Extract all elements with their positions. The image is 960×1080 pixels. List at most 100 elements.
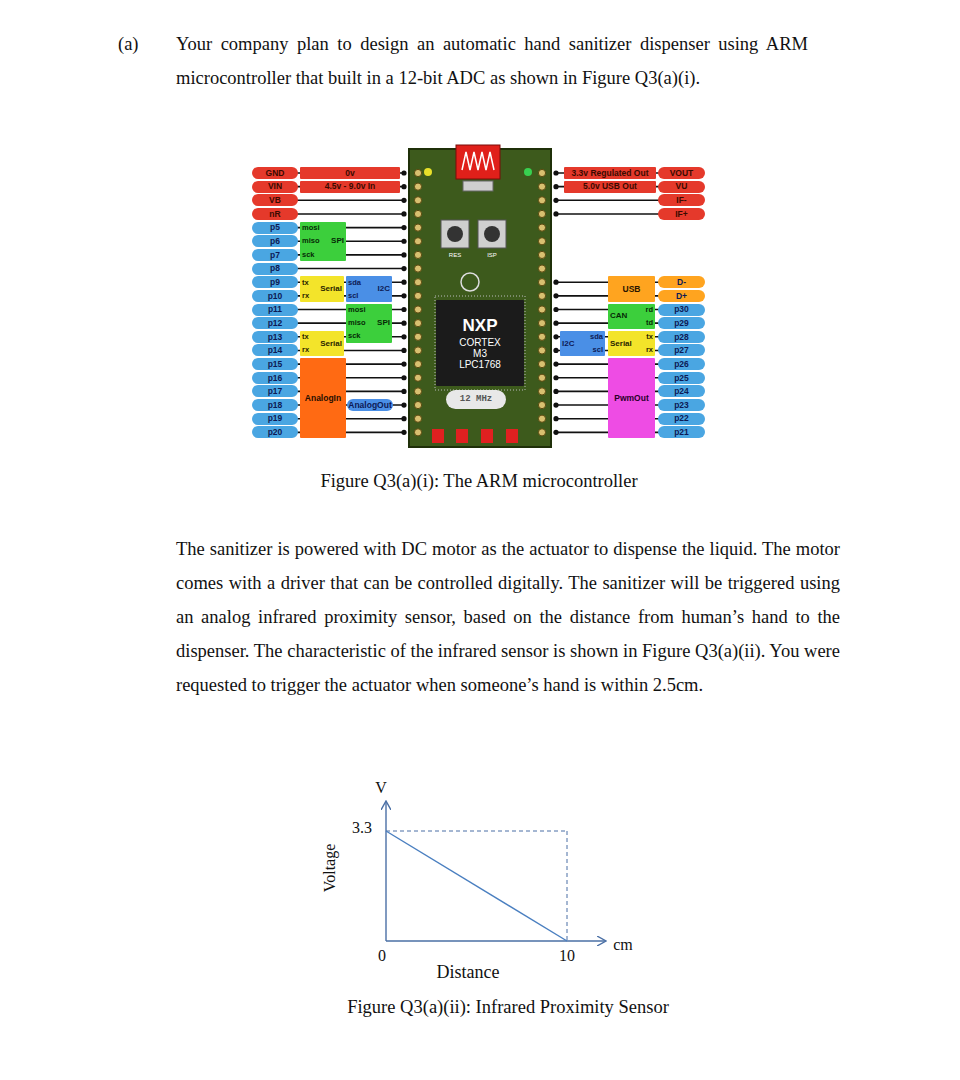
paragraph: Your company plan to design an automatic…	[176, 27, 808, 95]
pin-hole	[414, 169, 421, 176]
signal-column: mosi miso sck	[302, 222, 320, 261]
pin-hole	[553, 416, 558, 421]
pin-label: p8	[252, 263, 298, 275]
i2c-block: sdasclI2C	[346, 276, 392, 302]
node-text: D-	[677, 278, 686, 287]
pin-label: p29	[658, 317, 705, 329]
pin-label: GND	[252, 167, 298, 179]
pin-hole	[553, 211, 558, 216]
serial-block: txrxSerial	[300, 276, 344, 302]
pin-hole	[414, 265, 421, 272]
usb-connector	[456, 145, 500, 179]
node-text: 12 MHz	[460, 395, 492, 404]
sensor-curve	[386, 831, 567, 941]
node-text: rx	[646, 346, 653, 354]
button-cap	[447, 226, 463, 242]
node-text: IF+	[675, 210, 688, 219]
pin-hole	[538, 388, 545, 395]
pin-hole	[414, 415, 421, 422]
pin-label: p21	[658, 426, 705, 438]
pin-hole	[401, 266, 406, 271]
pin-hole	[414, 361, 421, 368]
pin-hole	[538, 374, 545, 381]
pin-hole	[414, 306, 421, 313]
node-text: p12	[268, 319, 283, 328]
pin-hole	[401, 402, 406, 407]
analogin-block: AnalogIn	[300, 358, 346, 438]
signal-column: sdascl	[590, 331, 603, 357]
node-text: nR	[269, 210, 280, 219]
pin-hole	[553, 334, 558, 339]
pin-hole	[401, 184, 406, 189]
node-text: VOUT	[670, 169, 694, 178]
node-text: AnalogOut	[348, 401, 391, 410]
node-text: tx	[302, 333, 309, 341]
power-label: 4.5v - 9.0v In	[300, 181, 400, 193]
pin-label: p28	[658, 331, 705, 343]
node-text: p21	[674, 428, 689, 437]
node-text: tx	[646, 333, 653, 341]
serial-block: txrxSerial	[300, 331, 344, 357]
pin-hole	[538, 251, 545, 258]
pin-label: VU	[658, 181, 705, 193]
node-text: GND	[266, 169, 285, 178]
node-text: p24	[674, 387, 689, 396]
pin-hole	[414, 279, 421, 286]
pin-hole	[553, 170, 558, 175]
pin-hole	[401, 170, 406, 175]
pin-hole	[401, 348, 406, 353]
pin-hole	[414, 401, 421, 408]
text-label: V	[375, 778, 387, 797]
pin-label: p17	[252, 385, 298, 397]
pin-hole	[538, 279, 545, 286]
pin-hole	[401, 375, 406, 380]
node-text: AnalogIn	[305, 394, 341, 403]
pin-hole	[414, 347, 421, 354]
pin-label: p18	[252, 399, 298, 411]
pin-hole	[553, 184, 558, 189]
pin-hole	[538, 306, 545, 313]
pin-hole	[414, 251, 421, 258]
pin-hole	[538, 224, 545, 231]
button-cap	[484, 226, 500, 242]
pin-hole	[401, 307, 406, 312]
pin-label: p27	[658, 344, 705, 356]
node-text: p9	[270, 278, 280, 287]
pin-label: p20	[252, 426, 298, 438]
node-text: mosi	[302, 224, 320, 232]
node-text: CAN	[610, 312, 627, 320]
node-text: VU	[676, 182, 688, 191]
node-text: miso	[302, 237, 320, 245]
node-text: p23	[674, 401, 689, 410]
serial-block: txrxSerial	[608, 331, 655, 357]
text-label: 0	[378, 946, 386, 965]
node-text: scl	[348, 292, 358, 300]
node-text: p25	[674, 374, 689, 383]
pin-hole	[538, 183, 545, 190]
pin-label: VB	[252, 194, 298, 206]
pin-label: p26	[658, 358, 705, 370]
i2c-block: sdasclI2C	[560, 331, 605, 357]
pin-label: VOUT	[658, 167, 705, 179]
pin-hole	[538, 292, 545, 299]
logo-mark	[461, 273, 479, 291]
node-text: p27	[674, 346, 689, 355]
pin-hole	[553, 321, 558, 326]
pin-label: p7	[252, 249, 298, 261]
node-text: rd	[646, 306, 654, 314]
text-label: 3.3	[352, 818, 372, 837]
text-label: Voltage	[320, 844, 339, 893]
node-text: sck	[348, 332, 361, 340]
pin-hole	[401, 280, 406, 285]
wire	[296, 200, 404, 202]
pin-hole	[553, 198, 558, 203]
node-text: td	[646, 319, 653, 327]
node-text: p22	[674, 414, 689, 423]
pin-label: p23	[658, 399, 705, 411]
led	[456, 429, 468, 443]
pin-hole	[401, 430, 406, 435]
node-text: sck	[302, 251, 315, 259]
signal-column: txrx	[302, 331, 309, 357]
node-text: 3.3v Regulated Out	[572, 169, 649, 178]
